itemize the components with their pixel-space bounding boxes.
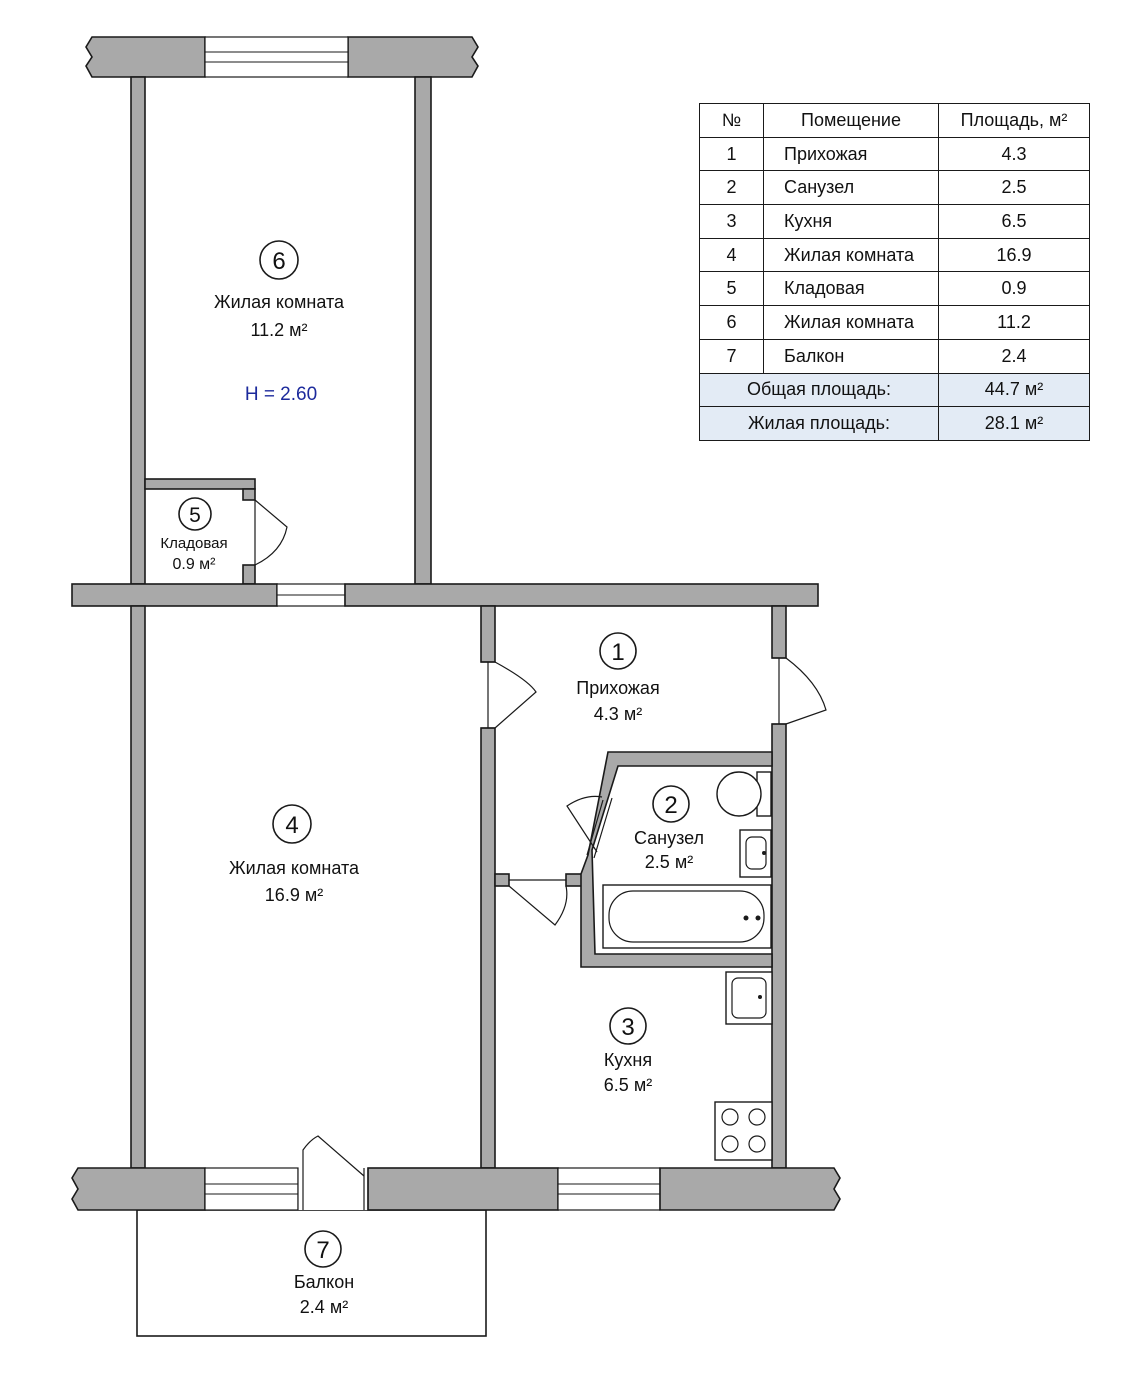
room-number-circle bbox=[304, 1230, 342, 1268]
room-number: 7 bbox=[316, 1237, 329, 1264]
row-area: 6.5 bbox=[938, 204, 1090, 239]
row-area: 0.9 bbox=[938, 271, 1090, 307]
room-number: 1 bbox=[611, 639, 624, 666]
room-number: 2 bbox=[664, 792, 677, 819]
fixtures bbox=[602, 771, 773, 1161]
ceiling-height: H = 2.60 bbox=[245, 384, 317, 405]
row-area: 11.2 bbox=[938, 305, 1090, 340]
room-number-circle bbox=[259, 240, 299, 280]
row-room: Санузел bbox=[763, 170, 939, 206]
table-row: 7 Балкон 2.4 bbox=[699, 338, 1090, 374]
header-area: Площадь, м² bbox=[938, 103, 1090, 138]
row-room: Прихожая bbox=[763, 136, 939, 172]
room-name: Кладовая bbox=[160, 535, 227, 552]
total-area-row: Общая площадь: 44.7 м² bbox=[699, 372, 1090, 408]
table-row: 6 Жилая комната 11.2 bbox=[699, 305, 1090, 340]
total-area-label: Общая площадь: bbox=[699, 372, 939, 408]
middle-wall bbox=[71, 583, 819, 607]
row-number: 7 bbox=[699, 338, 764, 374]
row-area: 4.3 bbox=[938, 136, 1090, 172]
row-room: Кухня bbox=[763, 204, 939, 239]
room-area: 4.3 м² bbox=[594, 704, 642, 724]
window-room-6 bbox=[204, 36, 349, 78]
row-number: 1 bbox=[699, 136, 764, 172]
row-area: 2.4 bbox=[938, 338, 1090, 374]
room-area: 0.9 м² bbox=[172, 556, 216, 573]
room-6-walls bbox=[85, 36, 479, 585]
toilet-bowl bbox=[716, 771, 762, 817]
room-area: 2.4 м² bbox=[300, 1297, 348, 1317]
living-area-value: 28.1 м² bbox=[938, 406, 1090, 441]
total-area-value: 44.7 м² bbox=[938, 372, 1090, 408]
header-number: № bbox=[699, 103, 764, 138]
row-number: 2 bbox=[699, 170, 764, 206]
room-number-circle bbox=[272, 804, 312, 844]
balcony-outline bbox=[136, 1209, 487, 1337]
room-area: 11.2 м² bbox=[250, 320, 307, 340]
room-name: Прихожая bbox=[576, 678, 659, 698]
table-header-row: № Помещение Площадь, м² bbox=[699, 103, 1090, 138]
table-row: 3 Кухня 6.5 bbox=[699, 204, 1090, 239]
living-area-row: Жилая площадь: 28.1 м² bbox=[699, 406, 1090, 441]
room-name: Кухня bbox=[604, 1050, 652, 1070]
window-kitchen bbox=[557, 1167, 661, 1211]
row-number: 6 bbox=[699, 305, 764, 340]
room-area: 16.9 м² bbox=[265, 885, 323, 905]
window-room-4 bbox=[204, 1167, 299, 1211]
room-number: 5 bbox=[189, 504, 201, 527]
room-number-circle bbox=[652, 785, 690, 823]
room-name: Жилая комната bbox=[229, 858, 360, 878]
header-room: Помещение bbox=[763, 103, 939, 138]
stove bbox=[714, 1101, 773, 1161]
room-number: 4 bbox=[285, 812, 298, 839]
row-area: 16.9 bbox=[938, 237, 1090, 273]
room-label-4: 4 Жилая комната 16.9 м² bbox=[229, 804, 360, 905]
room-label-7: 7 Балкон 2.4 м² bbox=[294, 1230, 354, 1317]
room-number-circle bbox=[178, 497, 212, 531]
room-name: Балкон bbox=[294, 1272, 354, 1292]
room-label-1: 1 Прихожая 4.3 м² bbox=[576, 632, 660, 724]
room-number-circle bbox=[599, 632, 637, 670]
room-area: 6.5 м² bbox=[604, 1075, 652, 1095]
room-area-table: № Помещение Площадь, м² 1 Прихожая 4.3 2… bbox=[699, 103, 1090, 441]
row-number: 4 bbox=[699, 237, 764, 273]
table-row: 5 Кладовая 0.9 bbox=[699, 271, 1090, 307]
room-number: 6 bbox=[272, 248, 285, 275]
row-room: Жилая комната bbox=[763, 237, 939, 273]
room-name: Санузел bbox=[634, 828, 704, 848]
row-room: Балкон bbox=[763, 338, 939, 374]
table-row: 1 Прихожая 4.3 bbox=[699, 136, 1090, 172]
room-area: 2.5 м² bbox=[645, 852, 693, 872]
room-label-2: 2 Санузел 2.5 м² bbox=[634, 785, 704, 872]
row-room: Кладовая bbox=[763, 271, 939, 307]
room-name: Жилая комната bbox=[214, 292, 345, 312]
row-area: 2.5 bbox=[938, 170, 1090, 206]
room-label-3: 3 Кухня 6.5 м² bbox=[604, 1007, 652, 1095]
row-room: Жилая комната bbox=[763, 305, 939, 340]
burner bbox=[748, 1135, 766, 1153]
bottom-wall bbox=[71, 1167, 841, 1211]
doors bbox=[254, 499, 827, 1210]
room-number-circle bbox=[609, 1007, 647, 1045]
room-label-6: 6 Жилая комната 11.2 м² H = 2.60 bbox=[214, 240, 345, 405]
table-row: 4 Жилая комната 16.9 bbox=[699, 237, 1090, 273]
living-area-label: Жилая площадь: bbox=[699, 406, 939, 441]
room-label-5: 5 Кладовая 0.9 м² bbox=[160, 497, 228, 573]
room-number: 3 bbox=[621, 1014, 634, 1041]
burner bbox=[721, 1108, 739, 1126]
table-row: 2 Санузел 2.5 bbox=[699, 170, 1090, 206]
burner bbox=[748, 1108, 766, 1126]
burner bbox=[721, 1135, 739, 1153]
row-number: 5 bbox=[699, 271, 764, 307]
row-number: 3 bbox=[699, 204, 764, 239]
